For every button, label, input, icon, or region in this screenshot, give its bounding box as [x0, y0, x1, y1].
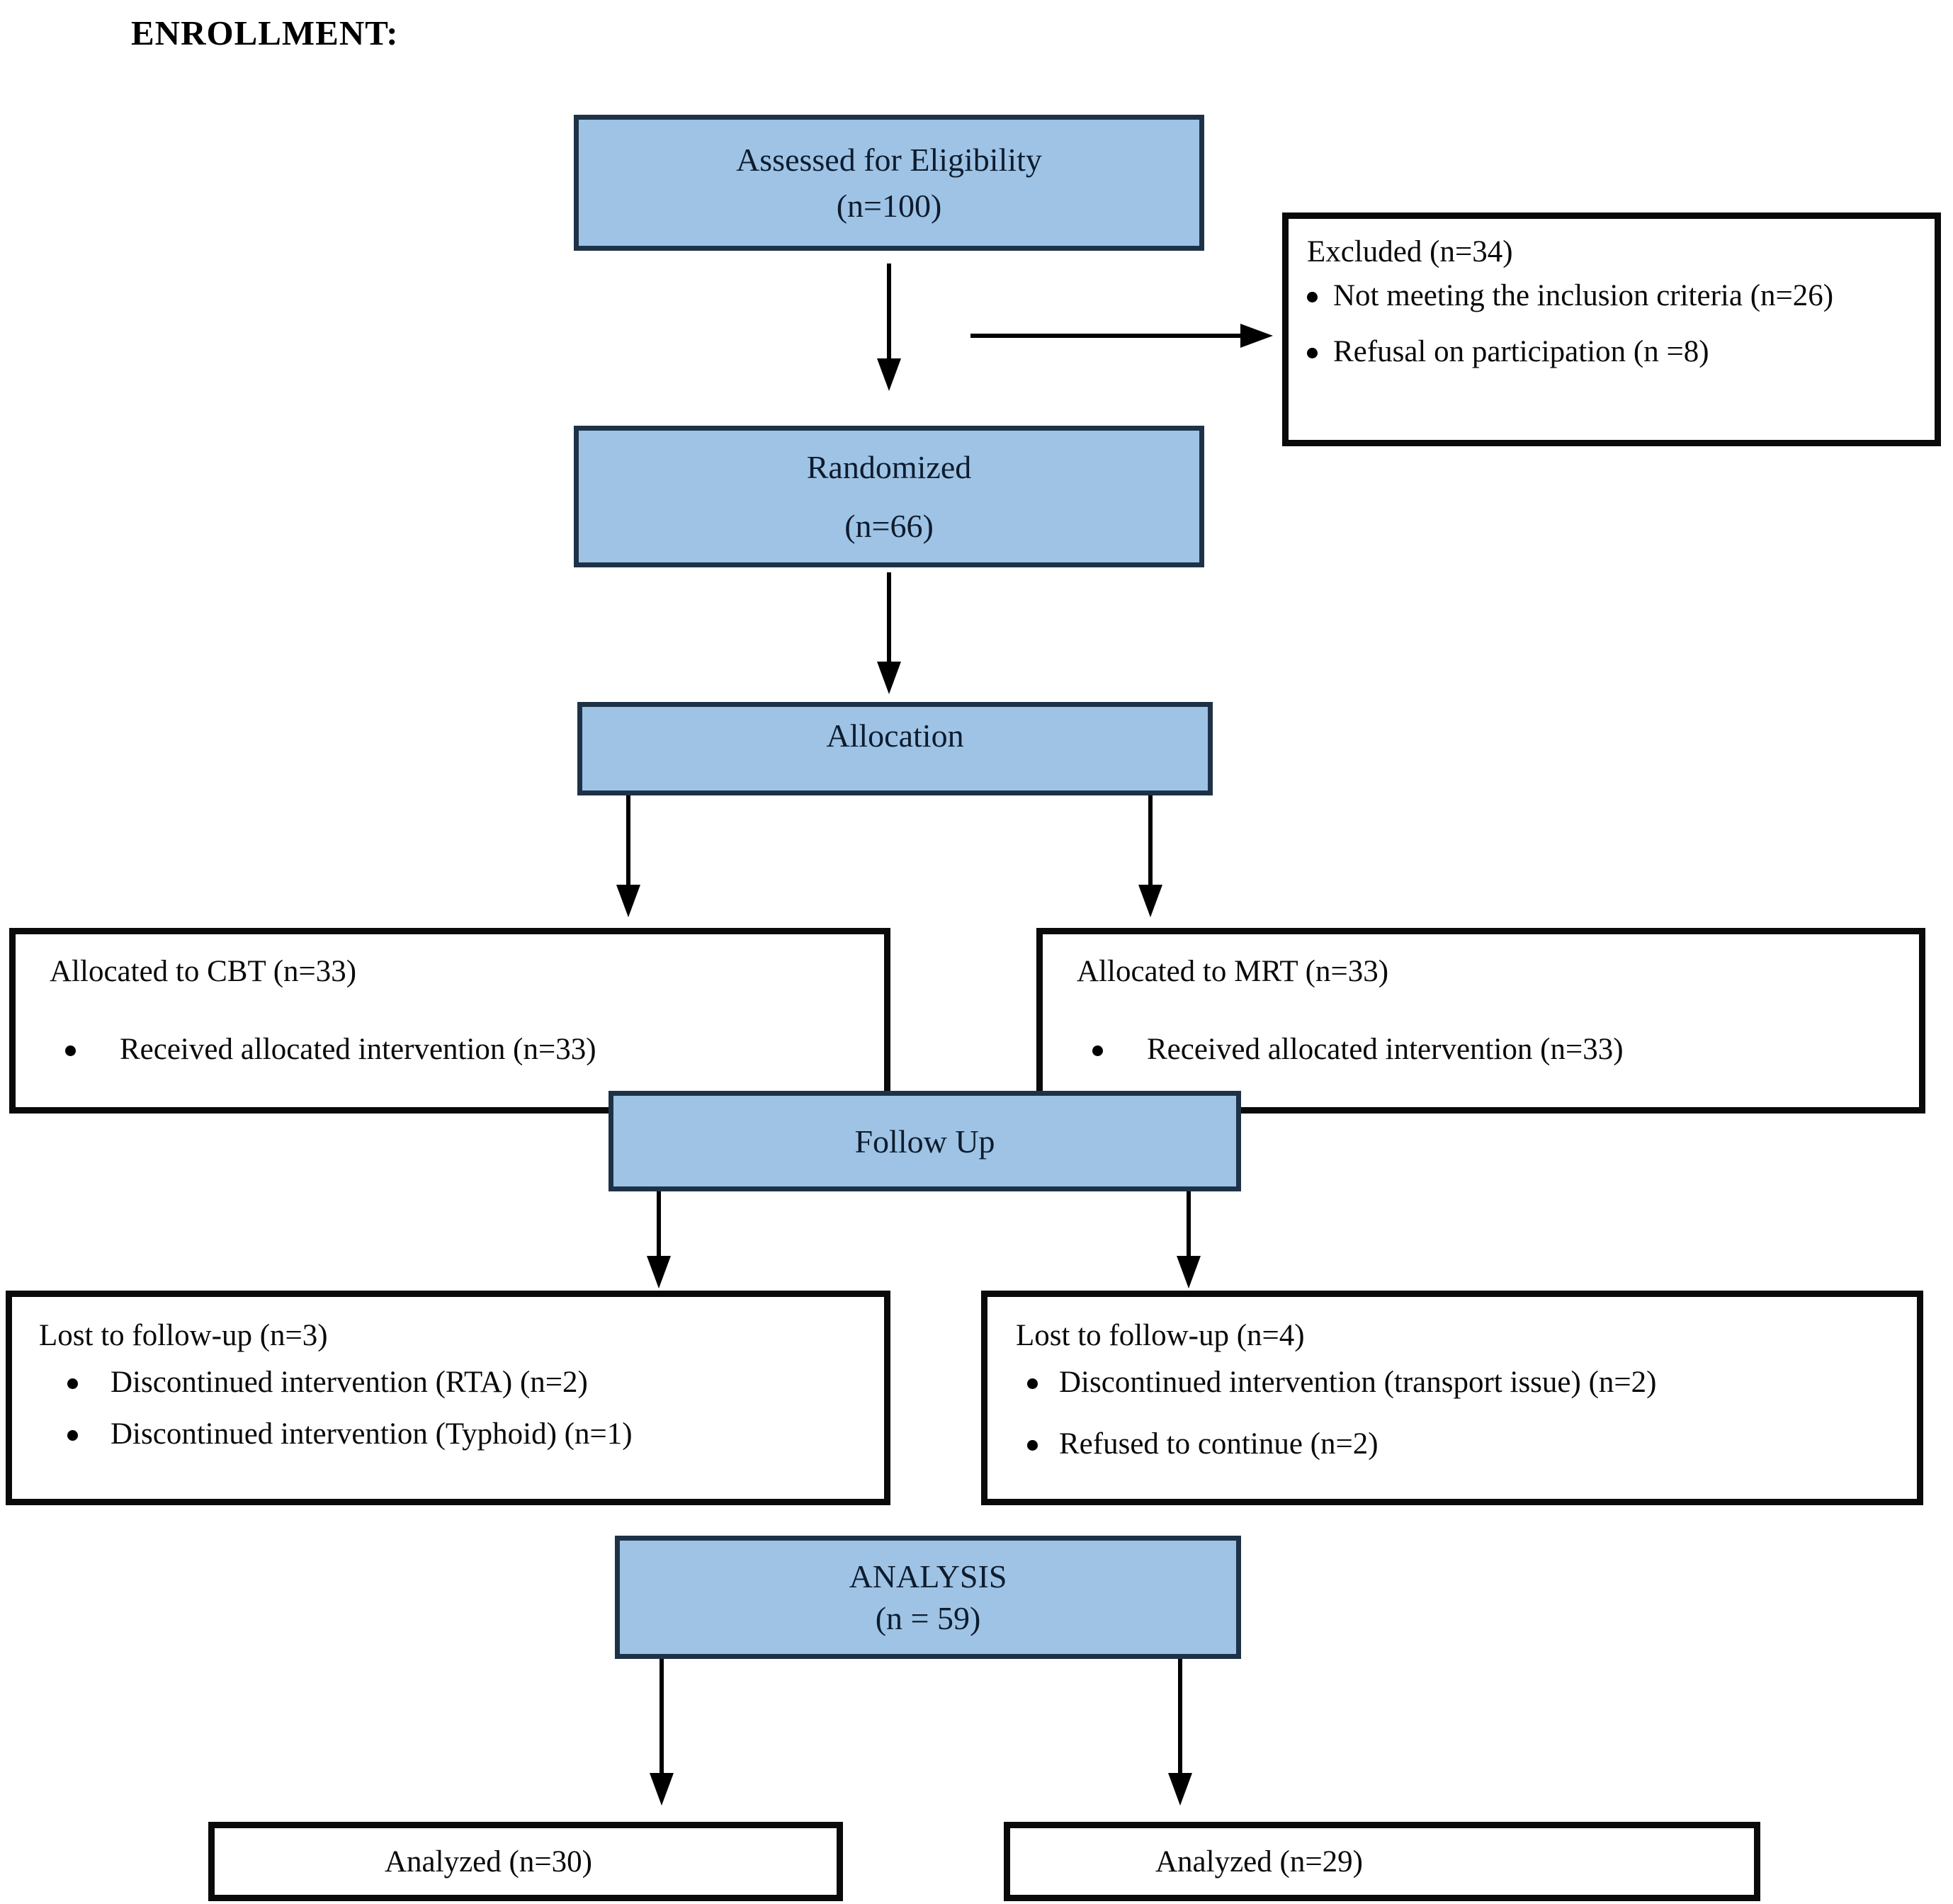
arrow-followup-to-lost-cbt [657, 1191, 661, 1259]
box-analysis: ANALYSIS (n = 59) [615, 1536, 1241, 1659]
analysis-line1: ANALYSIS [849, 1558, 1007, 1594]
arrow-eligibility-to-randomized [887, 264, 891, 361]
box-allocated-cbt: Allocated to CBT (n=33) Received allocat… [9, 928, 890, 1114]
excluded-bullet-1: Not meeting the inclusion criteria (n=26… [1307, 276, 1922, 317]
bullet-dot [67, 1378, 78, 1389]
randomized-line1: Randomized [806, 449, 972, 485]
bullet-dot [1307, 292, 1318, 302]
lost-cbt-bullet-2: Discontinued intervention (Typhoid) (n=1… [67, 1415, 873, 1455]
arrow-to-excluded [970, 334, 1243, 338]
box-excluded: Excluded (n=34) Not meeting the inclusio… [1282, 212, 1941, 446]
lost-cbt-title: Lost to follow-up (n=3) [39, 1319, 328, 1352]
assessed-eligibility-line1: Assessed for Eligibility [736, 142, 1042, 178]
randomized-count: (n=66) [844, 508, 934, 544]
allocated-cbt-bullet: Received allocated intervention (n=33) [65, 1030, 873, 1070]
assessed-eligibility-count: (n=100) [836, 188, 942, 224]
lost-cbt-bullet-1: Discontinued intervention (RTA) (n=2) [67, 1363, 873, 1403]
allocated-cbt-title: Allocated to CBT (n=33) [50, 955, 357, 988]
bullet-dot [1092, 1046, 1103, 1056]
analyzed-cbt-label: Analyzed (n=30) [385, 1844, 592, 1878]
arrow-allocation-to-mrt [1148, 795, 1153, 888]
arrow-randomized-to-allocation [887, 572, 891, 664]
bullet-dot [1027, 1439, 1038, 1451]
allocated-mrt-title: Allocated to MRT (n=33) [1077, 955, 1389, 988]
analysis-count: (n = 59) [875, 1600, 981, 1636]
arrow-analysis-to-analyzed-cbt [660, 1659, 664, 1776]
bullet-dot [67, 1429, 78, 1441]
box-lost-mrt: Lost to follow-up (n=4) Discontinued int… [981, 1291, 1923, 1505]
arrow-followup-to-lost-mrt [1187, 1191, 1191, 1259]
lost-mrt-bullet-2: Refused to continue (n=2) [1027, 1424, 1906, 1465]
box-analyzed-mrt: Analyzed (n=29) [1004, 1822, 1760, 1901]
bullet-dot [65, 1046, 76, 1056]
box-allocation: Allocation [577, 702, 1213, 795]
box-analyzed-cbt: Analyzed (n=30) [208, 1822, 843, 1901]
analyzed-mrt-label: Analyzed (n=29) [1155, 1844, 1363, 1878]
arrow-analysis-to-analyzed-mrt [1178, 1659, 1182, 1776]
box-lost-cbt: Lost to follow-up (n=3) Discontinued int… [6, 1291, 890, 1505]
bullet-dot [1027, 1378, 1038, 1389]
enrollment-heading: ENROLLMENT: [131, 13, 399, 52]
box-assessed-eligibility: Assessed for Eligibility (n=100) [574, 115, 1204, 251]
allocation-label: Allocation [826, 718, 964, 754]
follow-up-label: Follow Up [854, 1123, 995, 1160]
lost-mrt-bullet-1: Discontinued intervention (transport iss… [1027, 1363, 1906, 1403]
excluded-title: Excluded (n=34) [1307, 235, 1513, 268]
bullet-dot [1307, 347, 1318, 358]
arrow-allocation-to-cbt [626, 795, 630, 888]
box-randomized: Randomized (n=66) [574, 426, 1204, 567]
excluded-bullet-2: Refusal on participation (n =8) [1307, 332, 1922, 373]
lost-mrt-title: Lost to follow-up (n=4) [1016, 1319, 1305, 1352]
box-follow-up: Follow Up [608, 1091, 1241, 1191]
allocated-mrt-bullet: Received allocated intervention (n=33) [1092, 1030, 1908, 1070]
box-allocated-mrt: Allocated to MRT (n=33) Received allocat… [1036, 928, 1925, 1114]
